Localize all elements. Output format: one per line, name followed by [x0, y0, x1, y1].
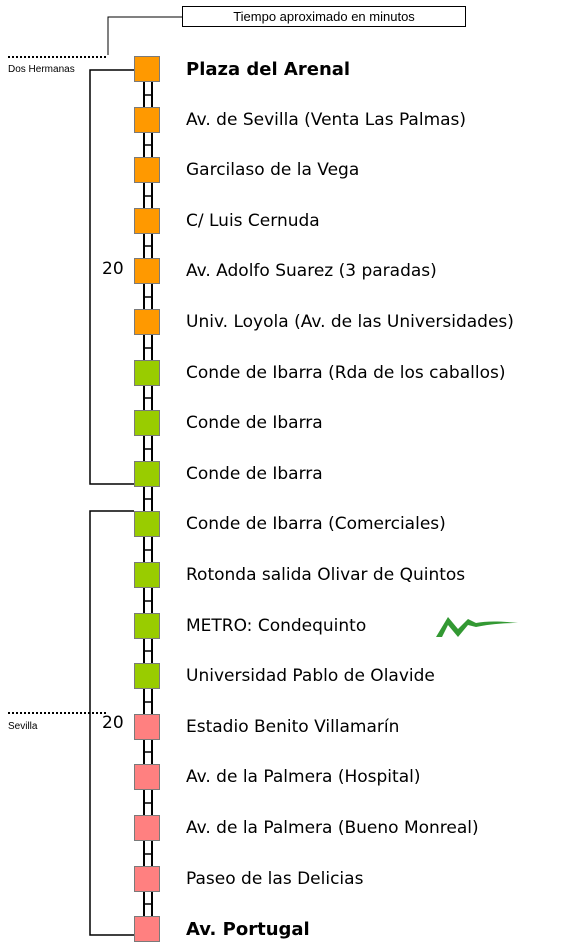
stop-label: Av. Portugal — [186, 918, 310, 940]
stop-label: Conde de Ibarra (Comerciales) — [186, 514, 446, 534]
stop-row: Rotonda salida Olivar de Quintos — [134, 562, 574, 588]
stop-label: Conde de Ibarra (Rda de los caballos) — [186, 363, 506, 383]
stop-square-icon — [134, 866, 160, 892]
stop-label: Av. de la Palmera (Bueno Monreal) — [186, 818, 479, 838]
stop-square-icon — [134, 56, 160, 82]
minutes-label-1: 20 — [102, 259, 124, 279]
stop-square-icon — [134, 764, 160, 790]
stop-square-icon — [134, 258, 160, 284]
stop-row: C/ Luis Cernuda — [134, 208, 574, 234]
stop-row: Plaza del Arenal — [134, 56, 574, 82]
legend-connector — [107, 16, 182, 55]
stop-square-icon — [134, 511, 160, 537]
stop-square-icon — [134, 815, 160, 841]
bracket-dos-hermanas — [89, 69, 134, 485]
stop-row: Av. de la Palmera (Bueno Monreal) — [134, 815, 574, 841]
bracket-sevilla — [89, 510, 134, 936]
stop-square-icon — [134, 714, 160, 740]
stop-label: Univ. Loyola (Av. de las Universidades) — [186, 312, 514, 332]
stop-row: Av. de la Palmera (Hospital) — [134, 764, 574, 790]
stop-row: Conde de Ibarra — [134, 461, 574, 487]
stop-square-icon — [134, 562, 160, 588]
stop-row: Univ. Loyola (Av. de las Universidades) — [134, 309, 574, 335]
stop-square-icon — [134, 107, 160, 133]
stop-row: Conde de Ibarra (Rda de los caballos) — [134, 360, 574, 386]
stop-square-icon — [134, 461, 160, 487]
stop-label: Av. Adolfo Suarez (3 paradas) — [186, 261, 437, 281]
stop-square-icon — [134, 157, 160, 183]
stop-label: Estadio Benito Villamarín — [186, 717, 400, 737]
stop-square-icon — [134, 309, 160, 335]
stop-label: Av. de Sevilla (Venta Las Palmas) — [186, 110, 467, 130]
stop-label: Conde de Ibarra — [186, 464, 323, 484]
zone-label-sevilla: Sevilla — [8, 721, 38, 732]
stop-row: Paseo de las Delicias — [134, 866, 574, 892]
stop-row: Av. Adolfo Suarez (3 paradas) — [134, 258, 574, 284]
stop-row: Av. de Sevilla (Venta Las Palmas) — [134, 107, 574, 133]
stop-label: Plaza del Arenal — [186, 58, 351, 80]
stop-row: METRO: Condequinto — [134, 613, 574, 639]
stop-row: Estadio Benito Villamarín — [134, 714, 574, 740]
route-rails — [143, 82, 153, 916]
stop-square-icon — [134, 410, 160, 436]
stop-row: Conde de Ibarra (Comerciales) — [134, 511, 574, 537]
stop-square-icon — [134, 208, 160, 234]
stop-label: Rotonda salida Olivar de Quintos — [186, 565, 466, 585]
stop-label: Paseo de las Delicias — [186, 869, 364, 889]
stop-label: METRO: Condequinto — [186, 616, 367, 636]
stop-label: Garcilaso de la Vega — [186, 160, 360, 180]
stop-square-icon — [134, 360, 160, 386]
metro-logo-icon — [436, 617, 518, 637]
stop-row: Av. Portugal — [134, 916, 574, 942]
stop-label: Universidad Pablo de Olavide — [186, 666, 435, 686]
stop-label: Av. de la Palmera (Hospital) — [186, 767, 421, 787]
zone-label-dos-hermanas: Dos Hermanas — [8, 64, 75, 75]
stop-row: Conde de Ibarra — [134, 410, 574, 436]
stop-row: Garcilaso de la Vega — [134, 157, 574, 183]
stop-label: Conde de Ibarra — [186, 413, 323, 433]
stop-square-icon — [134, 663, 160, 689]
stop-square-icon — [134, 916, 160, 942]
stop-label: C/ Luis Cernuda — [186, 211, 320, 231]
stop-square-icon — [134, 613, 160, 639]
minutes-label-2: 20 — [102, 713, 124, 733]
legend-box: Tiempo aproximado en minutos — [182, 6, 466, 27]
stop-row: Universidad Pablo de Olavide — [134, 663, 574, 689]
